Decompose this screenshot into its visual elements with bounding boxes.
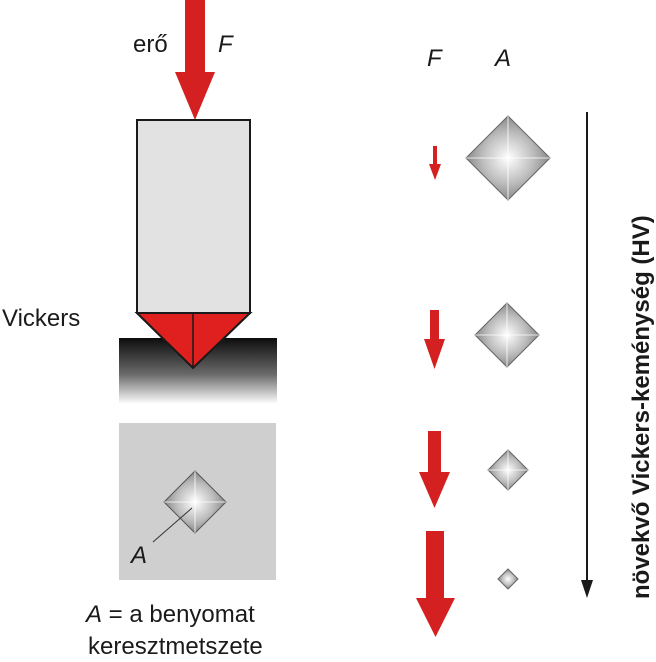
caption-line-1: A = a benyomat: [84, 601, 255, 628]
force-arrow-row-2: [424, 310, 445, 369]
force-symbol-label: F: [218, 31, 234, 58]
area-symbol-label: A: [129, 542, 147, 569]
hardness-axis-label: növekvő Vickers-keménység (HV): [628, 215, 655, 599]
indentation-diamond: [163, 470, 227, 534]
indentation-diamond-row-4: [497, 568, 519, 590]
indenter-body: [136, 119, 251, 314]
force-word-label: erő: [133, 31, 168, 58]
force-arrow-row-1: [429, 146, 441, 180]
indentation-diamond-row-2: [474, 302, 540, 368]
area-leader-line: [152, 507, 193, 543]
column-header-force: F: [427, 45, 443, 72]
force-arrow-row-4: [416, 531, 455, 637]
indentation-diamond-row-3: [487, 449, 529, 491]
column-header-area: A: [493, 45, 511, 72]
vickers-label: Vickers: [2, 305, 80, 332]
indentation-diamond-row-1: [465, 115, 551, 201]
force-arrow-row-3: [419, 431, 450, 508]
applied-force-arrow: [175, 0, 215, 120]
caption-line-2: keresztmetszete: [88, 633, 263, 660]
hardness-axis-arrow: [581, 112, 593, 598]
